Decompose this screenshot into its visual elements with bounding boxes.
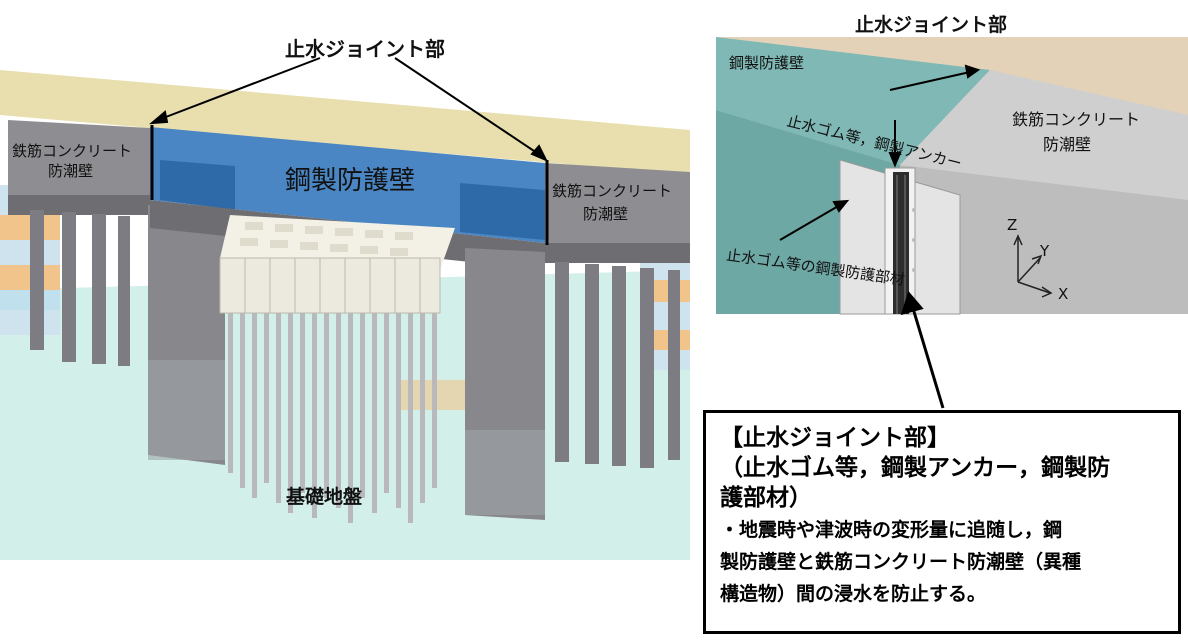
steel-wall-label: 鋼製防護壁 (285, 166, 416, 196)
right-steel-wall-label: 鋼製防護壁 (729, 54, 805, 72)
footing-piles (228, 313, 437, 523)
protective-member-label: 止水ゴム等の鋼製防護部材 (725, 245, 906, 289)
callout-desc-line2: 製防護壁と鉄筋コンクリート防潮壁（異種 (720, 551, 1082, 573)
rc-wall-right (545, 163, 690, 250)
right-piles (555, 262, 680, 468)
left-diagram-scene (0, 57, 690, 560)
steel-wall (150, 127, 545, 243)
callout-box: 【止水ジョイント部】 （止水ゴム等，鋼製アンカー，鋼製防 護部材） ・地震時や津… (703, 410, 1181, 634)
rc-wall-right-label-line1: 鉄筋コンクリート (552, 182, 673, 200)
concrete-wall-front (900, 165, 1188, 314)
right-joint-label: 止水ジョイント部 (855, 14, 1008, 36)
left-piles (30, 210, 130, 366)
axis-z-label: Z (1007, 216, 1018, 234)
rc-wall-left-label-line1: 鉄筋コンクリート (12, 142, 133, 160)
white-footing-front (219, 257, 441, 314)
ground-top-surface (0, 70, 690, 175)
callout-desc-line3: 構造物）間の浸水を防止する。 (720, 583, 987, 605)
rc-wall-left-label-line2: 防潮壁 (48, 162, 94, 180)
rc-wall-left (8, 120, 150, 205)
left-joint-label: 止水ジョイント部 (285, 37, 445, 61)
rubber-anchor-label: 止水ゴム等，鋼製アンカー (785, 111, 964, 173)
callout-title: 【止水ジョイント部】 (720, 425, 950, 451)
foundation-label: 基礎地盤 (286, 486, 363, 508)
axis-y-label: Y (1040, 242, 1050, 260)
callout-sub-line2: 護部材） (720, 485, 812, 511)
axis-x-label: X (1058, 285, 1069, 303)
steel-channel (839, 159, 961, 315)
rubber-strip (893, 172, 909, 314)
rc-wall-right-label-line2: 防潮壁 (583, 205, 629, 223)
callout-desc-line1: ・地震時や津波時の変形量に追随し，鋼 (720, 519, 1063, 541)
right-rc-wall-label-line1: 鉄筋コンクリート (1012, 110, 1141, 129)
joint-arrows (149, 57, 549, 162)
right-rc-wall-label-line2: 防潮壁 (1043, 135, 1092, 154)
callout-sub-line1: （止水ゴム等，鋼製アンカー，鋼製防 (720, 455, 1111, 481)
